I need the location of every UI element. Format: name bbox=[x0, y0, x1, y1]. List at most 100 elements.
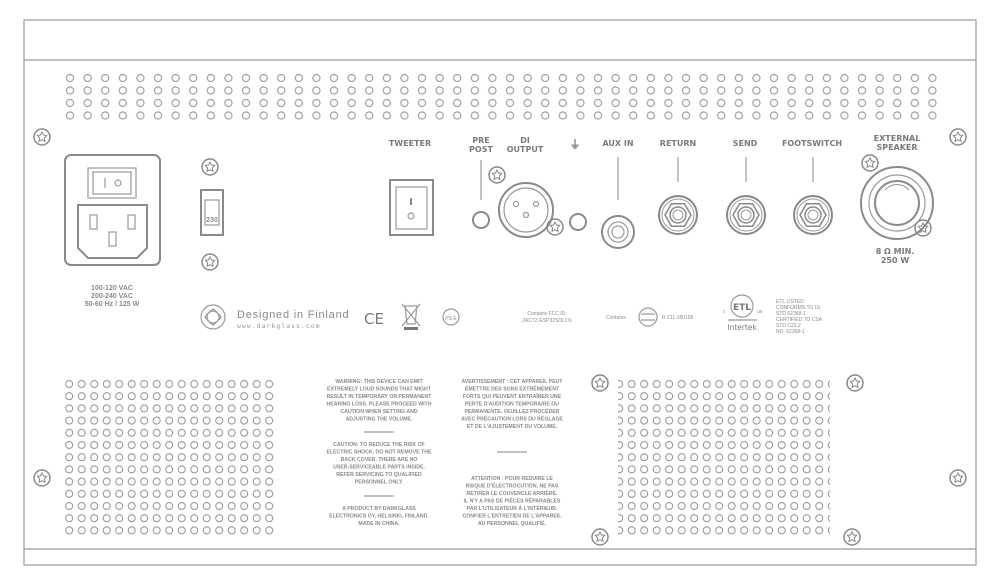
voltage-value: 230 bbox=[206, 217, 218, 224]
svg-text:ELECTRONICS OY, HELSINKI, FINL: ELECTRONICS OY, HELSINKI, FINLAND. bbox=[329, 514, 429, 520]
svg-text:ETL LISTED: ETL LISTED bbox=[776, 299, 804, 305]
screw-icon bbox=[201, 253, 219, 271]
svg-text:AVEC PRÉCAUTION LORS DU RÉGLAG: AVEC PRÉCAUTION LORS DU RÉGLAGE bbox=[461, 415, 563, 423]
telec-id-text: R 211-180105 bbox=[662, 315, 694, 321]
screw-icon bbox=[591, 374, 609, 392]
power-rating-line: 200-240 VAC bbox=[91, 293, 133, 300]
screw-icon bbox=[33, 469, 51, 487]
darkglass-logo bbox=[200, 304, 226, 330]
svg-text:RISQUE D'ÉLECTROCUTION, NE PAS: RISQUE D'ÉLECTROCUTION, NE PAS bbox=[466, 482, 559, 490]
power-rating-line: 100-120 VAC bbox=[91, 285, 133, 292]
svg-text:PS E: PS E bbox=[445, 316, 457, 322]
svg-text:CONFORMS TO UL: CONFORMS TO UL bbox=[776, 305, 821, 311]
svg-text:HEARING LOSS. PLEASE PROCEED W: HEARING LOSS. PLEASE PROCEED WITH bbox=[327, 402, 432, 408]
voltage-selector-switch[interactable]: 230 bbox=[200, 189, 224, 236]
etl-listed-mark: ETL c us Intertek bbox=[723, 294, 763, 332]
bottom-right-vent-grille bbox=[618, 378, 830, 536]
website-text: www.darkglass.com bbox=[237, 322, 321, 330]
footswitch-jack[interactable] bbox=[793, 195, 833, 235]
svg-text:PAR L'UTILISATEUR À L'INTÉRIEU: PAR L'UTILISATEUR À L'INTÉRIEUR. bbox=[467, 504, 558, 512]
screw-icon bbox=[861, 154, 879, 172]
weee-bin-icon bbox=[401, 303, 421, 330]
footswitch-label: FOOTSWITCH bbox=[782, 139, 842, 148]
svg-text:PERMANENTE. VEUILLEZ PROCÉDER: PERMANENTE. VEUILLEZ PROCÉDER bbox=[464, 407, 559, 415]
svg-text:Intertek: Intertek bbox=[727, 323, 757, 332]
ground-icon: ⏚ bbox=[570, 138, 581, 151]
svg-text:us: us bbox=[757, 309, 763, 315]
screw-icon bbox=[949, 128, 967, 146]
screw-icon bbox=[949, 469, 967, 487]
aux-in-label: AUX IN bbox=[602, 139, 633, 148]
chassis-frame bbox=[23, 19, 977, 566]
pre-post-button[interactable] bbox=[472, 211, 490, 229]
speaker-output-connector[interactable] bbox=[860, 166, 934, 240]
post-label: POST bbox=[469, 145, 493, 154]
warning-text-english: WARNING: THIS DEVICE CAN EMIT EXTREMELY … bbox=[327, 379, 433, 527]
return-jack[interactable] bbox=[658, 195, 698, 235]
external-label: EXTERNAL bbox=[874, 134, 921, 143]
screw-icon bbox=[546, 218, 564, 236]
svg-text:CONFIER L'ENTRETIEN DE L'APPAR: CONFIER L'ENTRETIEN DE L'APPAREIL bbox=[463, 514, 563, 520]
speaker-impedance-label: 8 Ω MIN. bbox=[876, 247, 915, 256]
svg-text:BACK COVER. THERE ARE NO: BACK COVER. THERE ARE NO bbox=[341, 457, 418, 463]
top-vent-grille bbox=[62, 72, 942, 122]
svg-text:WARNING: THIS DEVICE CAN EMIT: WARNING: THIS DEVICE CAN EMIT bbox=[335, 379, 423, 385]
screw-icon bbox=[846, 374, 864, 392]
telec-mark-icon bbox=[638, 307, 658, 327]
svg-text:ADJUSTING THE VOLUME.: ADJUSTING THE VOLUME. bbox=[346, 417, 413, 423]
svg-text:CERTIFIED TO CSA: CERTIFIED TO CSA bbox=[776, 317, 823, 323]
send-jack[interactable] bbox=[726, 195, 766, 235]
svg-text:A PRODUCT BY DARKGLASS: A PRODUCT BY DARKGLASS bbox=[342, 506, 416, 512]
svg-text:AVERTISSEMENT : CET APPAREIL P: AVERTISSEMENT : CET APPAREIL PEUT bbox=[462, 379, 564, 385]
telec-contains-text: Contains bbox=[606, 315, 626, 321]
svg-text:FORTS QUI PEUVENT ENTRAÎNER UN: FORTS QUI PEUVENT ENTRAÎNER UNE bbox=[463, 392, 562, 400]
designed-in-finland-text: Designed in Finland bbox=[237, 309, 349, 321]
svg-text:AU PERSONNEL QUALIFIÉ.: AU PERSONNEL QUALIFIÉ. bbox=[478, 519, 547, 527]
svg-text:c: c bbox=[723, 309, 726, 315]
screw-icon bbox=[488, 166, 506, 184]
di-output-xlr-connector[interactable] bbox=[498, 182, 554, 238]
speaker-power-label: 250 W bbox=[881, 256, 909, 265]
speaker-label: SPEAKER bbox=[876, 143, 917, 152]
svg-text:RETIRER LE COUVERCLE ARRIÈRE.: RETIRER LE COUVERCLE ARRIÈRE. bbox=[467, 489, 558, 497]
svg-text:ATTENTION : POUR REDUIRE LE: ATTENTION : POUR REDUIRE LE bbox=[471, 476, 553, 482]
svg-text:EXTREMELY LOUD SOUNDS THAT MIG: EXTREMELY LOUD SOUNDS THAT MIGHT bbox=[327, 387, 432, 393]
svg-text:PERTE D'AUDITION TEMPORAIRE OU: PERTE D'AUDITION TEMPORAIRE OU bbox=[465, 402, 559, 408]
svg-text:ETL: ETL bbox=[733, 303, 751, 313]
svg-text:CAUTION WHEN SETTING AND: CAUTION WHEN SETTING AND bbox=[340, 409, 418, 415]
tweeter-switch[interactable] bbox=[389, 179, 434, 236]
etl-certification-text: ETL LISTED CONFORMS TO UL STD 62368-1 CE… bbox=[776, 299, 823, 335]
power-rating-line: 50-60 Hz / 125 W bbox=[85, 301, 140, 308]
screw-icon bbox=[591, 528, 609, 546]
svg-text:NO. 62368-1: NO. 62368-1 bbox=[776, 329, 805, 335]
svg-text:ET DE L'AJUSTEMENT DU VOLUME.: ET DE L'AJUSTEMENT DU VOLUME. bbox=[467, 424, 558, 430]
di-label: DI bbox=[520, 136, 530, 145]
fcc-id-text: Contains FCC ID: bbox=[527, 311, 566, 317]
warning-text-french: AVERTISSEMENT : CET APPAREIL PEUT ÉMETTR… bbox=[461, 379, 563, 527]
svg-text:USER-SERVICEABLE PARTS INSIDE.: USER-SERVICEABLE PARTS INSIDE. bbox=[333, 465, 425, 471]
return-label: RETURN bbox=[660, 139, 696, 148]
svg-text:REFER SERVICING TO QUALIFIED: REFER SERVICING TO QUALIFIED bbox=[336, 472, 422, 478]
aux-in-jack[interactable] bbox=[601, 215, 635, 249]
svg-text:ÉMETTRE DES SONS EXTRÊMEMENT: ÉMETTRE DES SONS EXTRÊMEMENT bbox=[465, 385, 560, 393]
svg-text:STD.C22.2: STD.C22.2 bbox=[776, 323, 801, 329]
pre-label: PRE bbox=[472, 136, 490, 145]
svg-text:ELECTRIC SHOCK, DO NOT REMOVE: ELECTRIC SHOCK, DO NOT REMOVE THE bbox=[327, 450, 432, 456]
ce-mark-icon: CE bbox=[364, 310, 384, 328]
svg-text:MADE IN CHINA.: MADE IN CHINA. bbox=[358, 521, 400, 527]
send-label: SEND bbox=[733, 139, 758, 148]
output-label: OUTPUT bbox=[507, 145, 544, 154]
tweeter-label: TWEETER bbox=[389, 139, 431, 148]
svg-text:IL N'Y A PAS DE PIÈCES RÉPARAB: IL N'Y A PAS DE PIÈCES RÉPARABLES bbox=[464, 497, 561, 505]
bottom-left-vent-grille bbox=[63, 378, 275, 536]
power-inlet-with-switch[interactable] bbox=[64, 154, 161, 266]
screw-icon bbox=[843, 528, 861, 546]
svg-text:RESULT IN TEMPORARY OR PERMANE: RESULT IN TEMPORARY OR PERMANENT bbox=[327, 394, 433, 400]
ground-lift-button[interactable] bbox=[569, 213, 587, 231]
screw-icon bbox=[201, 158, 219, 176]
svg-text:STD 62368-1: STD 62368-1 bbox=[776, 311, 806, 317]
svg-text:PERSONNEL ONLY.: PERSONNEL ONLY. bbox=[355, 480, 404, 486]
screw-icon bbox=[33, 128, 51, 146]
fcc-id-text: 2AC7Z-ESP32SOLO1 bbox=[522, 318, 572, 324]
